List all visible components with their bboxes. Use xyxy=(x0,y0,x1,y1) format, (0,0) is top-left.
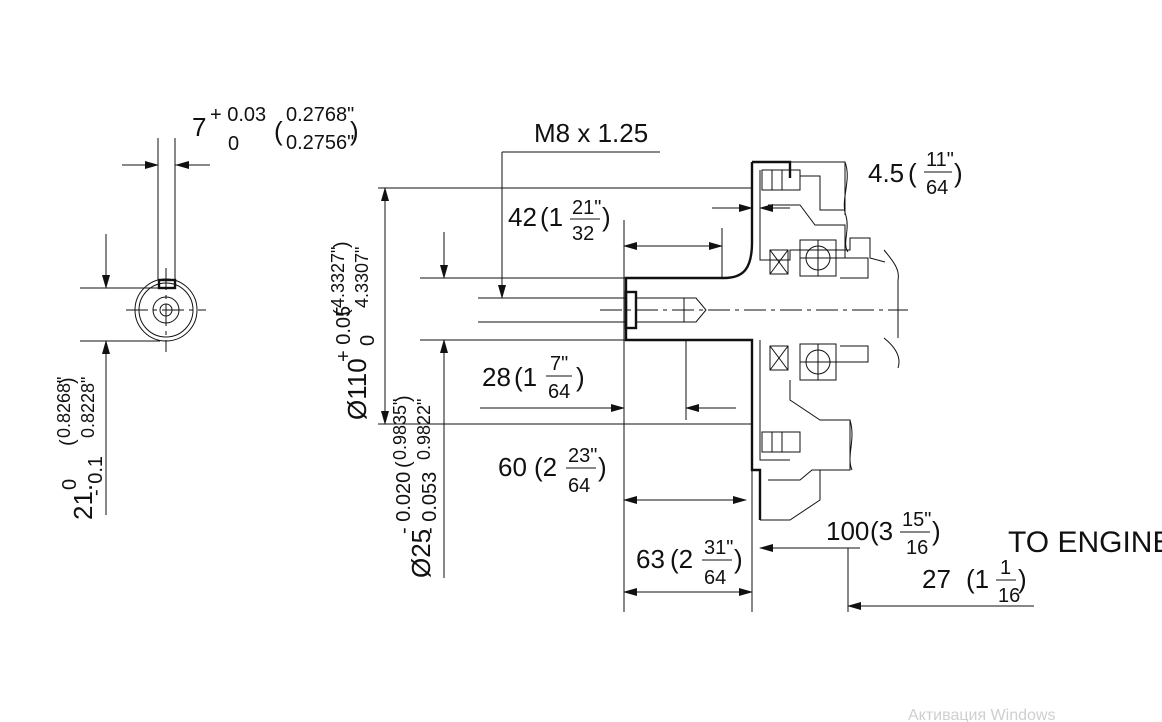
svg-text:60: 60 xyxy=(498,452,527,482)
keyway xyxy=(157,278,177,290)
svg-text:100: 100 xyxy=(826,516,869,546)
svg-text:1: 1 xyxy=(1000,557,1011,579)
svg-text:+ 0.05: + 0.05 xyxy=(333,306,355,362)
svg-text:): ) xyxy=(57,377,79,384)
engine-side-view xyxy=(600,160,908,521)
svg-text:7: 7 xyxy=(192,112,206,142)
shaft-end-view xyxy=(80,138,210,515)
svg-text:(1: (1 xyxy=(966,564,989,594)
extension-lines xyxy=(378,162,849,612)
svg-text:63: 63 xyxy=(636,544,665,574)
svg-text:(1: (1 xyxy=(514,362,537,392)
svg-text:15": 15" xyxy=(902,509,931,531)
dim-60: 60 (2 23" 64 ) xyxy=(498,445,747,504)
svg-text:0.2768": 0.2768" xyxy=(286,104,354,126)
svg-text:64: 64 xyxy=(548,381,570,403)
svg-text:0: 0 xyxy=(59,479,81,490)
svg-text:- 0.1: - 0.1 xyxy=(85,456,107,496)
svg-text:64: 64 xyxy=(568,475,590,497)
svg-text:Ø25: Ø25 xyxy=(406,529,436,578)
svg-text:4.3307": 4.3307" xyxy=(352,247,372,308)
svg-text:(2: (2 xyxy=(534,452,557,482)
svg-text:7": 7" xyxy=(550,353,568,375)
svg-text:42: 42 xyxy=(508,202,537,232)
svg-text:(: ( xyxy=(908,158,917,188)
to-engine-label: TO ENGINE xyxy=(1008,526,1162,559)
svg-text:+ 0.03: + 0.03 xyxy=(210,104,266,126)
svg-text:28: 28 xyxy=(482,362,511,392)
svg-text:(: ( xyxy=(393,461,415,468)
svg-text:21": 21" xyxy=(572,197,601,219)
dim-4-5: 4.5 ( 11" 64 ) xyxy=(712,149,963,212)
dim-27: 27 (1 1 16 ) xyxy=(847,557,1034,610)
svg-text:(3: (3 xyxy=(870,516,893,546)
svg-text:): ) xyxy=(932,516,941,546)
svg-text:M8 x 1.25: M8 x 1.25 xyxy=(534,118,648,148)
svg-text:21.: 21. xyxy=(68,484,98,520)
svg-text:4.5: 4.5 xyxy=(868,158,904,188)
svg-text:(2: (2 xyxy=(670,544,693,574)
crankshaft xyxy=(624,162,762,520)
dim-42: 42 (1 21" 32 ) xyxy=(508,197,723,250)
svg-text:(: ( xyxy=(274,116,283,146)
flange-dia-dim: Ø110 + 0.05 0 ( 4.3327" 4.3307" ) xyxy=(328,187,389,425)
svg-text:64: 64 xyxy=(926,177,948,199)
svg-text:0.8268": 0.8268" xyxy=(54,377,74,438)
svg-text:- 0.020: - 0.020 xyxy=(393,472,415,534)
thread-callout: M8 x 1.25 xyxy=(498,118,660,299)
svg-text:): ) xyxy=(1018,564,1027,594)
svg-text:(: ( xyxy=(57,439,79,446)
svg-text:): ) xyxy=(393,395,415,402)
svg-text:0: 0 xyxy=(357,335,379,346)
svg-text:11": 11" xyxy=(926,149,954,171)
svg-text:0.2756": 0.2756" xyxy=(286,132,354,154)
key-height-dim: 21. 0 - 0.1 ( 0.8268" 0.8228" ) xyxy=(54,377,107,520)
svg-text:(1: (1 xyxy=(540,202,563,232)
svg-text:): ) xyxy=(602,202,611,232)
windows-activation-watermark: Активация Windows xyxy=(908,707,1055,722)
svg-text:64: 64 xyxy=(704,567,726,589)
svg-text:4.3327": 4.3327" xyxy=(328,247,348,308)
svg-text:32: 32 xyxy=(572,223,594,245)
svg-text:0.9835": 0.9835" xyxy=(390,399,410,460)
svg-text:): ) xyxy=(331,241,353,248)
svg-text:16: 16 xyxy=(906,537,928,559)
svg-text:0.8228": 0.8228" xyxy=(78,377,98,438)
svg-text:16: 16 xyxy=(998,585,1020,607)
svg-text:31": 31" xyxy=(704,537,733,559)
svg-text:): ) xyxy=(350,116,359,146)
dim-28: 28 (1 7" 64 ) xyxy=(480,353,736,412)
svg-text:0.9822": 0.9822" xyxy=(414,399,434,460)
svg-text:): ) xyxy=(954,158,963,188)
dim-63: 63 (2 31" 64 ) xyxy=(623,537,753,596)
svg-text:): ) xyxy=(576,362,585,392)
svg-text:(: ( xyxy=(331,309,353,316)
svg-text:- 0.053: - 0.053 xyxy=(419,472,441,534)
shaft-dia-dim: Ø25 - 0.020 - 0.053 ( 0.9835" 0.9822" ) xyxy=(390,232,448,578)
svg-text:): ) xyxy=(598,452,607,482)
svg-text:Ø110: Ø110 xyxy=(342,358,372,420)
svg-text:0: 0 xyxy=(228,133,239,155)
svg-text:27: 27 xyxy=(922,564,951,594)
svg-text:23": 23" xyxy=(568,445,597,467)
bolt-top xyxy=(761,169,801,191)
bolt-bottom xyxy=(761,431,801,453)
dim-100: 100 (3 15" 16 ) xyxy=(759,509,941,559)
key-width-dim: 7 + 0.03 0 ( 0.2768" 0.2756" ) xyxy=(192,104,359,155)
svg-text:): ) xyxy=(734,544,743,574)
